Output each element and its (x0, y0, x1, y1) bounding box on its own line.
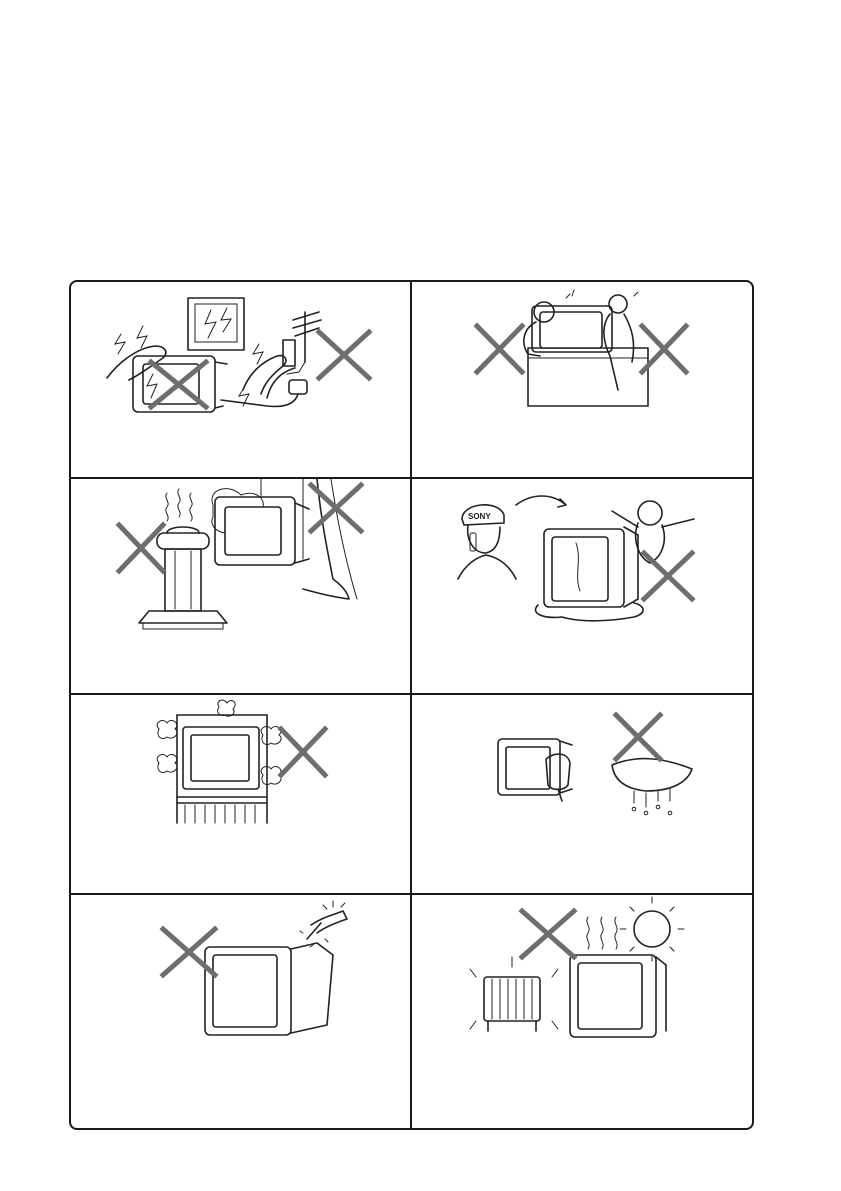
cross-mark-icon (319, 332, 369, 378)
cross-mark-icon (119, 525, 163, 571)
enclosed-cabinet-icon (177, 715, 267, 823)
cross-mark-icon (163, 929, 215, 975)
safety-warnings-grid: SONY (69, 280, 754, 1130)
heat-wave-icon (587, 917, 617, 949)
cross-mark-icon (616, 715, 660, 759)
children-climbing-warning-cell (412, 282, 754, 477)
radiator-heater-icon (470, 957, 558, 1031)
lightning-warning-cell (71, 282, 410, 477)
wet-cloth-cleaning-warning-cell (412, 695, 754, 893)
television-icon (215, 497, 309, 565)
cross-mark-icon (522, 911, 574, 957)
cross-mark-icon (311, 485, 361, 531)
antenna-icon (287, 312, 321, 374)
foreign-object-warning-cell (71, 895, 410, 1130)
kerosene-heater-icon (139, 527, 227, 629)
service-technician-icon: SONY (458, 505, 516, 579)
television-icon (498, 739, 572, 795)
television-icon (205, 943, 333, 1035)
cross-mark-icon (477, 326, 522, 372)
hands-icon (107, 346, 295, 398)
object-inserted-icon (300, 901, 347, 947)
wet-cloth-icon (612, 759, 692, 815)
thunderstorm-window-icon (188, 298, 244, 350)
sony-logo: SONY (468, 512, 491, 521)
cross-mark-icon (281, 729, 325, 775)
direct-heat-warning-cell (412, 895, 754, 1130)
ventilation-warning-cell (71, 695, 410, 893)
children-climbing-icon (524, 290, 648, 406)
television-icon (544, 527, 638, 607)
heat-moisture-warning-cell (71, 479, 410, 693)
cross-mark-icon (644, 553, 692, 599)
instruction-arrow-icon (516, 496, 566, 507)
television-icon (570, 955, 666, 1037)
sun-icon (620, 897, 684, 961)
liquid-spill-warning-cell: SONY (412, 479, 754, 693)
